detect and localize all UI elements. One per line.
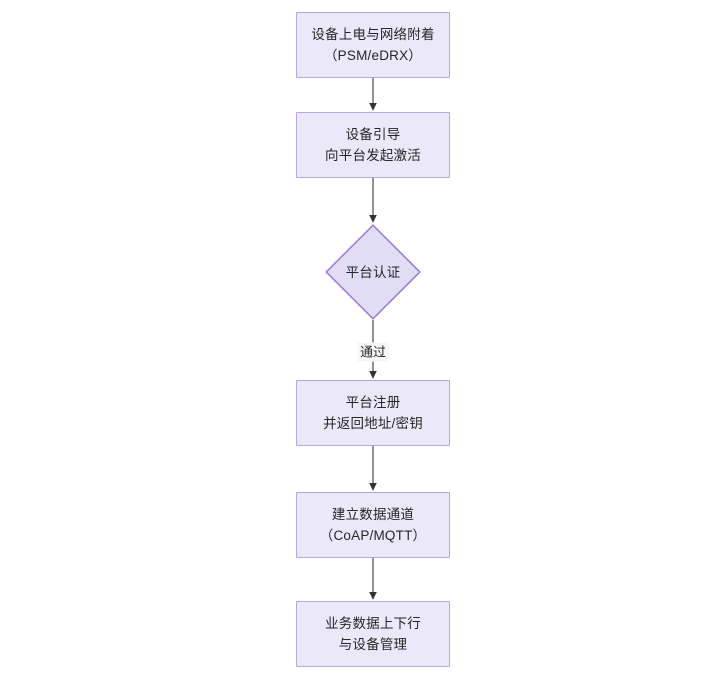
node-business-data-line-1: 业务数据上下行 — [325, 616, 421, 631]
node-platform-register[interactable]: 平台注册 并返回地址/密钥 — [296, 380, 450, 446]
node-business-data[interactable]: 业务数据上下行 与设备管理 — [296, 601, 450, 667]
node-data-channel-line-2: （CoAP/MQTT） — [319, 528, 427, 543]
node-data-channel[interactable]: 建立数据通道 （CoAP/MQTT） — [296, 492, 450, 558]
node-bootstrap-line-2: 向平台发起激活 — [325, 148, 421, 163]
node-power-on-line-2: （PSM/eDRX） — [323, 48, 423, 63]
node-business-data-line-2: 与设备管理 — [338, 637, 408, 652]
decision-diamond-shape — [325, 224, 421, 320]
node-bootstrap-line-1: 设备引导 — [345, 127, 401, 142]
node-bootstrap[interactable]: 设备引导 向平台发起激活 — [296, 112, 450, 178]
node-power-on-line-1: 设备上电与网络附着 — [311, 27, 435, 42]
node-platform-auth-label-wrap: 平台认证 — [325, 224, 421, 320]
node-data-channel-line-1: 建立数据通道 — [331, 507, 415, 522]
edge-label-pass: 通过 — [356, 342, 390, 362]
node-power-on[interactable]: 设备上电与网络附着 （PSM/eDRX） — [296, 12, 450, 78]
node-platform-register-line-1: 平台注册 — [345, 395, 401, 410]
node-platform-auth-label: 平台认证 — [345, 264, 401, 280]
node-platform-auth[interactable]: 平台认证 — [325, 224, 421, 320]
node-platform-register-line-2: 并返回地址/密钥 — [323, 416, 423, 431]
